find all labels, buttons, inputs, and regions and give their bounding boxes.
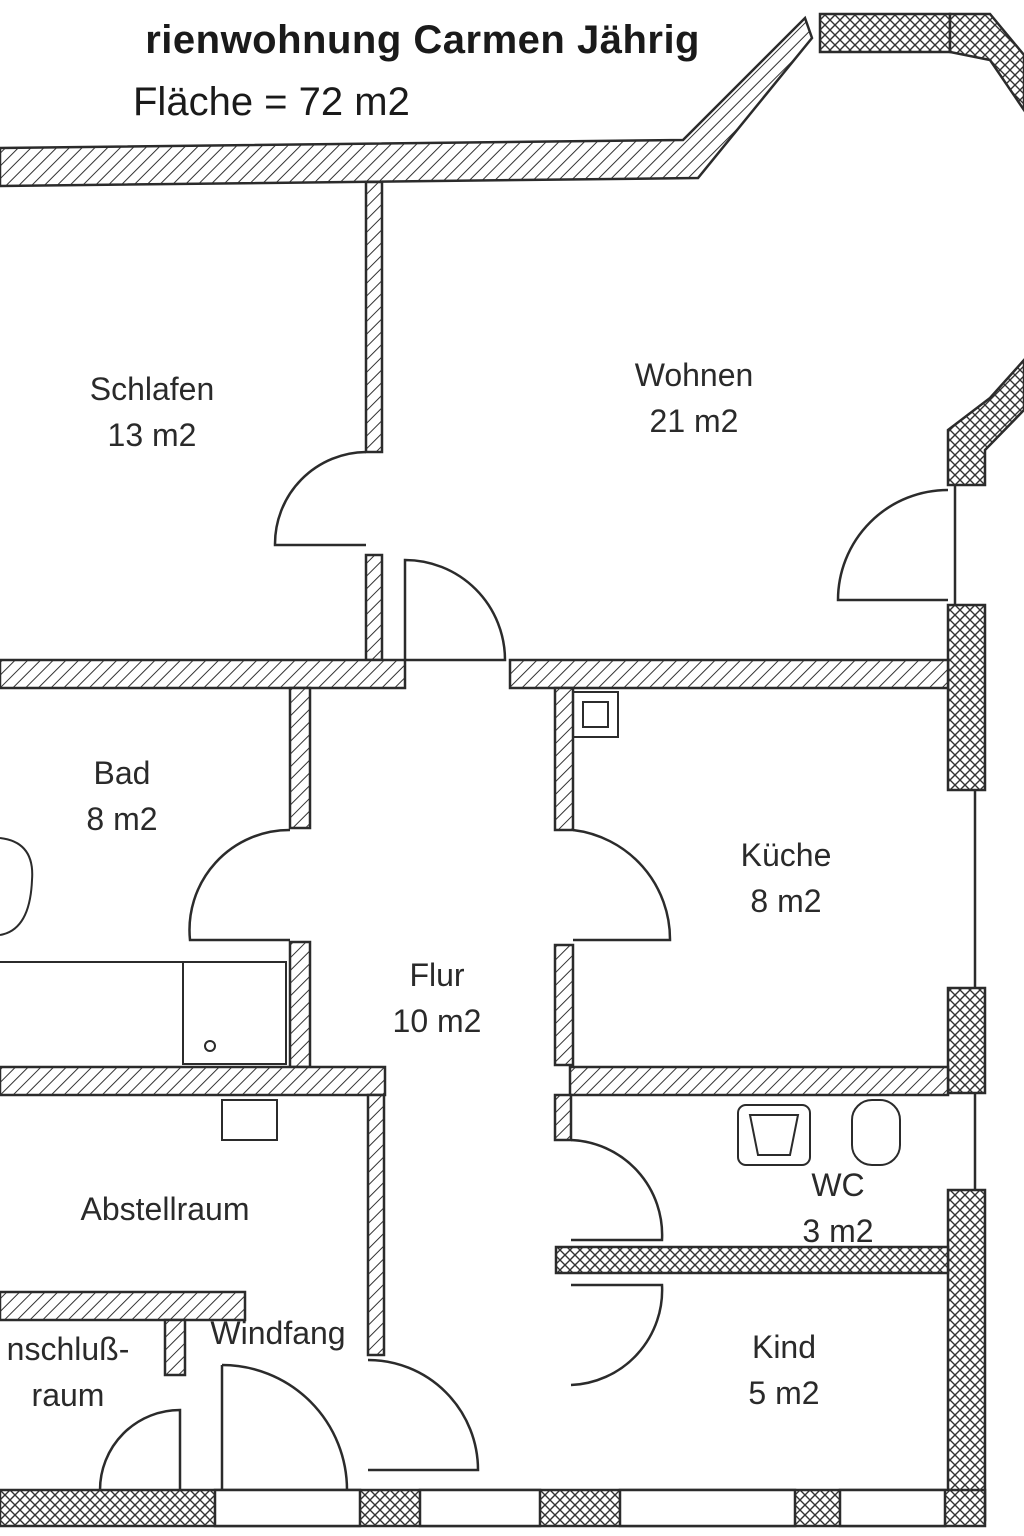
room-name: Küche: [740, 837, 832, 873]
sink-icon: [737, 1104, 811, 1166]
entry-opening: [213, 1488, 362, 1528]
window-bottom-1: [418, 1488, 542, 1528]
door-wc: [570, 1138, 664, 1242]
door-kueche: [572, 828, 672, 942]
wall-kueche-left-2: [553, 943, 575, 1067]
door-bad: [188, 828, 291, 942]
wall-wc-kind: [554, 1245, 950, 1275]
door-windfang: [367, 1358, 480, 1472]
door-entry-arc: [221, 1363, 349, 1491]
shower-drain: [204, 1040, 216, 1052]
door-kind: [570, 1283, 664, 1387]
door-schlafen: [273, 450, 367, 547]
door-wohnen: [403, 558, 507, 662]
exterior-wall-right-2: [946, 986, 987, 1095]
room-wohnen: Wohnen 21 m2: [635, 352, 754, 444]
chimney-kueche: [572, 691, 619, 738]
room-area: 21 m2: [649, 403, 739, 439]
chimney-kueche-inner: [582, 701, 609, 728]
room-area: 8 m2: [750, 883, 822, 919]
room-windfang: Windfang: [210, 1310, 345, 1356]
bathtub-icon: [0, 837, 34, 936]
sink-basin: [748, 1114, 800, 1156]
room-area: 5 m2: [748, 1375, 820, 1411]
room-flur: Flur 10 m2: [393, 952, 482, 1044]
wall-kueche-bottom: [568, 1065, 950, 1097]
room-name-2: raum: [31, 1377, 105, 1413]
page-subtitle: Fläche = 72 m2: [133, 80, 410, 124]
wall-wc-left: [553, 1093, 573, 1142]
room-name: Bad: [93, 755, 151, 791]
exterior-wall-right-1: [946, 603, 987, 792]
window-bottom-2: [618, 1488, 797, 1528]
door-wohnen-balcony: [836, 488, 949, 602]
walls: [0, 12, 1024, 1528]
wall-bad-bottom: [0, 1065, 387, 1097]
room-name: Abstellraum: [80, 1191, 250, 1227]
wall-wohnen-bottom: [508, 658, 950, 690]
room-name: WC: [811, 1167, 865, 1203]
room-wc: WC 3 m2: [802, 1162, 873, 1254]
wall-bad-right-2: [288, 940, 312, 1069]
room-kind: Kind 5 m2: [748, 1324, 819, 1416]
wall-schlafen-wohnen-1: [364, 180, 384, 454]
room-abstellraum: Abstellraum: [81, 1186, 250, 1232]
room-name: Wohnen: [634, 357, 754, 393]
exterior-wall-right-3: [946, 1188, 987, 1522]
room-area: 13 m2: [107, 417, 197, 453]
room-name: Windfang: [210, 1315, 346, 1351]
room-area: 3 m2: [802, 1213, 874, 1249]
window-bottom-3: [838, 1488, 947, 1528]
room-name: Flur: [409, 957, 465, 993]
door-anschluss: [98, 1408, 182, 1491]
room-anschlussraum: nschluß- raum: [7, 1326, 130, 1418]
bay-wall-right: [946, 358, 1024, 487]
room-name: Kind: [751, 1329, 817, 1365]
bay-window-top: [818, 12, 952, 54]
room-name: Schlafen: [89, 371, 215, 407]
fixtures: [0, 691, 901, 1166]
wall-abstell-right: [366, 1093, 386, 1357]
room-kueche: Küche 8 m2: [741, 832, 832, 924]
room-area: 8 m2: [86, 801, 158, 837]
abstell-fixture: [221, 1099, 278, 1141]
wall-abstell-bottom: [0, 1290, 247, 1322]
wall-schlafen-wohnen-2: [364, 553, 384, 662]
toilet-icon: [851, 1099, 901, 1166]
room-area: 10 m2: [392, 1003, 482, 1039]
shower-tray: [182, 961, 287, 1065]
bay-wall-right-top: [948, 12, 1024, 113]
room-schlafen: Schlafen 13 m2: [90, 366, 215, 458]
page-title: rienwohnung Carmen Jährig: [145, 18, 700, 62]
wall-kueche-left-1: [553, 686, 575, 832]
room-bad: Bad 8 m2: [86, 750, 157, 842]
room-name: nschluß-: [6, 1331, 130, 1367]
door-swings: [98, 450, 949, 1491]
exterior-wall-top: [0, 15, 814, 188]
wall-anschluss-right: [163, 1318, 187, 1377]
wall-bad-right-1: [288, 686, 312, 830]
wall-schlafen-bottom: [0, 658, 407, 690]
